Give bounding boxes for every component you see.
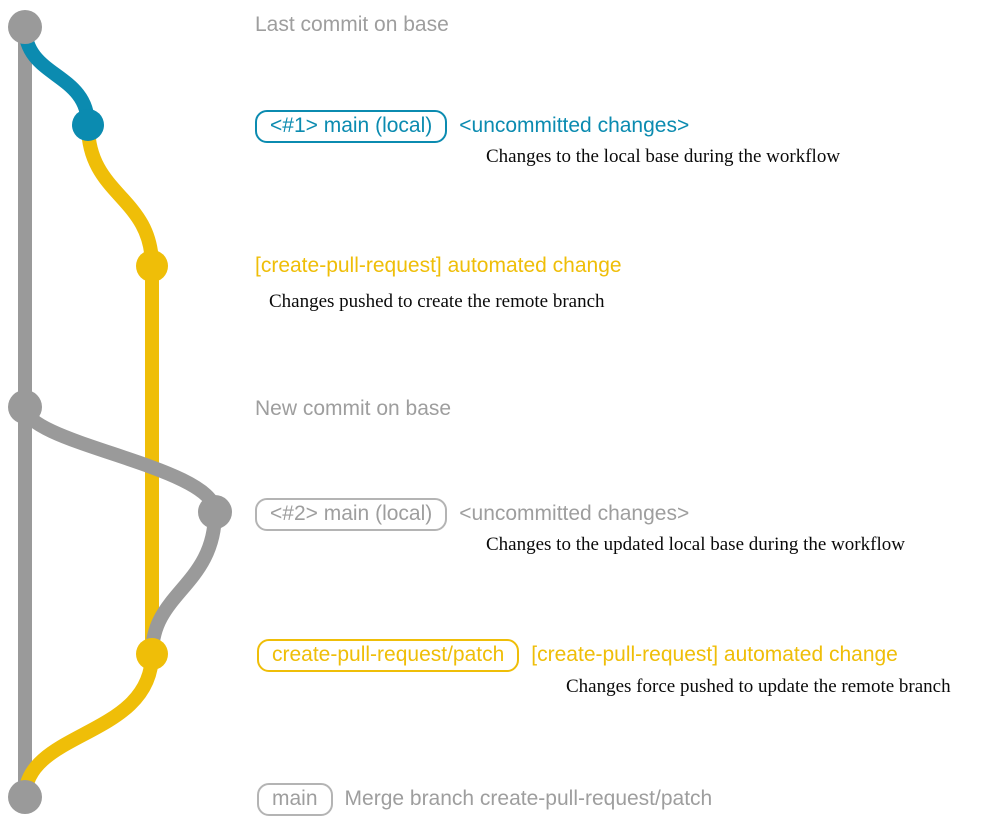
- commit-node-merge[interactable]: [8, 780, 42, 814]
- commit-description-automated-1: Changes pushed to create the remote bran…: [269, 291, 605, 312]
- edge-base-to-local1: [18, 20, 95, 132]
- commit-description-automated-2: Changes force pushed to update the remot…: [566, 676, 951, 697]
- edge-patch2-to-merge: [18, 647, 159, 804]
- commit-row-automated-2: create-pull-request/patch [create-pull-r…: [257, 639, 898, 672]
- commit-description-local-2: Changes to the updated local base during…: [486, 534, 905, 555]
- commit-subject-automated-1: [create-pull-request] automated change: [255, 254, 622, 277]
- ref-chip-main[interactable]: main: [257, 783, 333, 816]
- commit-row-merge: main Merge branch create-pull-request/pa…: [257, 783, 712, 816]
- commit-subject-local-1: <uncommitted changes>: [459, 114, 690, 137]
- commit-node-local-2[interactable]: [198, 495, 232, 529]
- commit-node-new-base[interactable]: [8, 390, 42, 424]
- commit-description-local-1: Changes to the local base during the wor…: [486, 146, 841, 167]
- commit-node-local-1[interactable]: [72, 109, 104, 141]
- commit-subject-automated-2: [create-pull-request] automated change: [531, 643, 898, 666]
- commit-node-last-base[interactable]: [8, 10, 42, 44]
- commit-row-local-2: <#2> main (local) <uncommitted changes>: [255, 498, 689, 531]
- commit-subject-local-2: <uncommitted changes>: [459, 502, 690, 525]
- ref-chip-create-pull-request-patch[interactable]: create-pull-request/patch: [257, 639, 520, 672]
- commit-row-last-base: Last commit on base: [255, 14, 449, 35]
- commit-subject-merge: Merge branch create-pull-request/patch: [344, 787, 713, 810]
- commit-subject-new-base: New commit on base: [255, 397, 452, 420]
- commit-node-automated-1[interactable]: [136, 250, 168, 282]
- ref-chip-main-local-2[interactable]: <#2> main (local): [255, 498, 448, 531]
- ref-chip-main-local-1[interactable]: <#1> main (local): [255, 110, 448, 143]
- commit-subject-last-base: Last commit on base: [255, 13, 449, 36]
- commit-row-automated-1: [create-pull-request] automated change: [255, 255, 622, 276]
- edge-local2-to-patch2: [145, 505, 222, 661]
- edge-local1-to-patch1: [81, 118, 159, 273]
- commit-row-new-base: New commit on base: [255, 398, 451, 419]
- edge-base2-to-local2: [18, 400, 222, 519]
- commit-row-local-1: <#1> main (local) <uncommitted changes>: [255, 110, 689, 143]
- commit-node-automated-2[interactable]: [136, 638, 168, 670]
